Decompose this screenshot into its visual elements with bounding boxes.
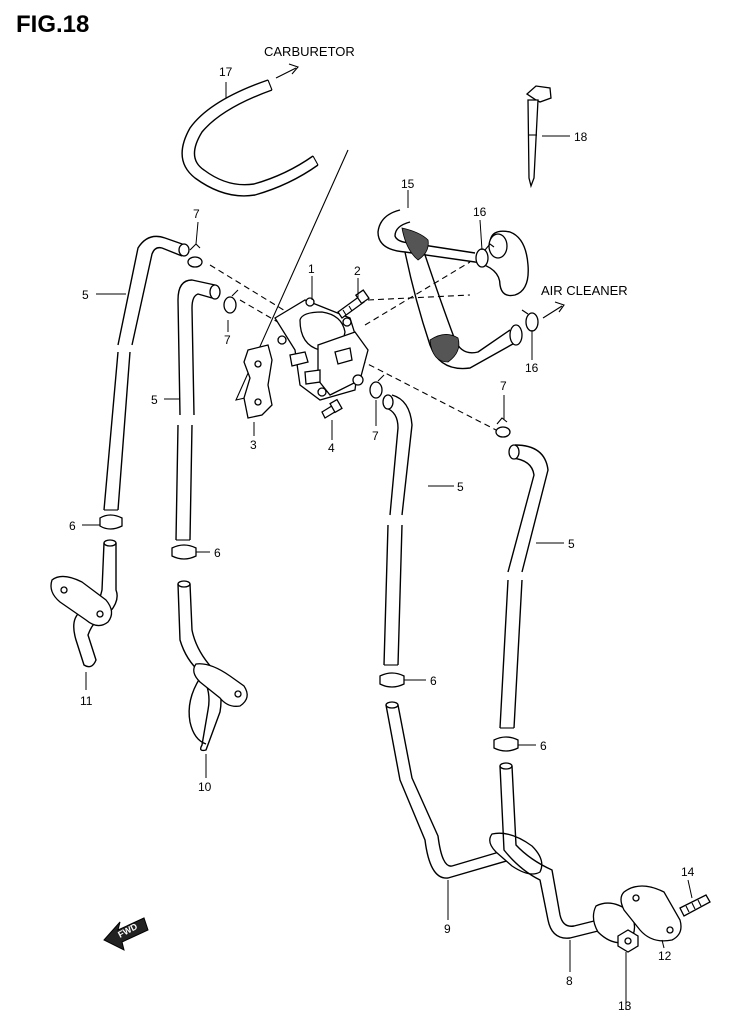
- clamp-7-c: [369, 374, 385, 399]
- clamp-7-b: [223, 289, 239, 314]
- callout-7-b: 7: [224, 333, 231, 347]
- callout-7-a: 7: [193, 207, 200, 221]
- valve-body-1: [274, 297, 369, 401]
- callout-10: 10: [198, 780, 212, 794]
- figure-title: FIG.18: [16, 11, 89, 38]
- callout-16-a: 16: [473, 205, 487, 219]
- hose-5-center-right: [382, 394, 413, 666]
- callout-6-c: 6: [430, 674, 437, 688]
- callout-2: 2: [354, 264, 361, 278]
- callouts: 17 18 15 16 16 1 2 3 4 7 7 7 7 5 5 5 5 6…: [69, 65, 695, 1013]
- air-cleaner-arrow: [542, 301, 565, 319]
- clamp-16-upper: [475, 243, 495, 268]
- bolt-2: [337, 289, 370, 319]
- carburetor-arrow: [275, 63, 299, 79]
- clamp-16-lower: [521, 309, 539, 332]
- fwd-arrow-icon: FWD: [103, 917, 149, 951]
- assembly-lines: [209, 261, 501, 433]
- hose-5-right: [499, 444, 549, 729]
- callout-6-d: 6: [540, 739, 547, 753]
- callout-18: 18: [574, 130, 588, 144]
- hose-17: [181, 79, 319, 197]
- clamp-7-a: [187, 243, 203, 268]
- pipe-9: [385, 701, 543, 879]
- callout-17: 17: [219, 65, 233, 79]
- pipe-10: [177, 580, 248, 752]
- callout-8: 8: [566, 974, 573, 988]
- clamp-6-d: [493, 736, 519, 752]
- callout-9: 9: [444, 922, 451, 936]
- hose-15: [377, 209, 529, 370]
- hose-5-center-left: [175, 279, 221, 541]
- callout-12: 12: [658, 949, 672, 963]
- callout-5-c: 5: [457, 480, 464, 494]
- callout-13: 13: [618, 999, 632, 1013]
- clamp-6-a: [99, 514, 123, 530]
- bolt-14: [679, 894, 711, 917]
- hose-5-left: [103, 235, 190, 511]
- bolt-18: [525, 85, 552, 189]
- leader-lines: [82, 82, 693, 1010]
- bolt-4: [321, 398, 343, 419]
- callout-4: 4: [328, 441, 335, 455]
- callout-11: 11: [80, 694, 93, 708]
- callout-3: 3: [250, 438, 257, 452]
- callout-7-d: 7: [500, 379, 507, 393]
- callout-14: 14: [681, 865, 695, 879]
- pipe-11: [50, 539, 118, 668]
- callout-6-b: 6: [214, 546, 221, 560]
- clamp-7-d: [495, 417, 511, 438]
- callout-5-d: 5: [568, 537, 575, 551]
- nut-13: [617, 929, 639, 953]
- clamp-6-b: [171, 544, 197, 560]
- callout-6-a: 6: [69, 519, 76, 533]
- gasket-12: [620, 885, 682, 942]
- clamp-6-c: [379, 672, 405, 688]
- callout-1: 1: [308, 262, 315, 276]
- callout-5-a: 5: [82, 288, 89, 302]
- callout-16-b: 16: [525, 361, 539, 375]
- air-cleaner-label: AIR CLEANER: [541, 283, 628, 298]
- carburetor-label: CARBURETOR: [264, 44, 355, 59]
- callout-7-c: 7: [372, 429, 379, 443]
- callout-5-b: 5: [151, 393, 158, 407]
- callout-15: 15: [401, 177, 415, 191]
- gasket-3: [243, 344, 273, 419]
